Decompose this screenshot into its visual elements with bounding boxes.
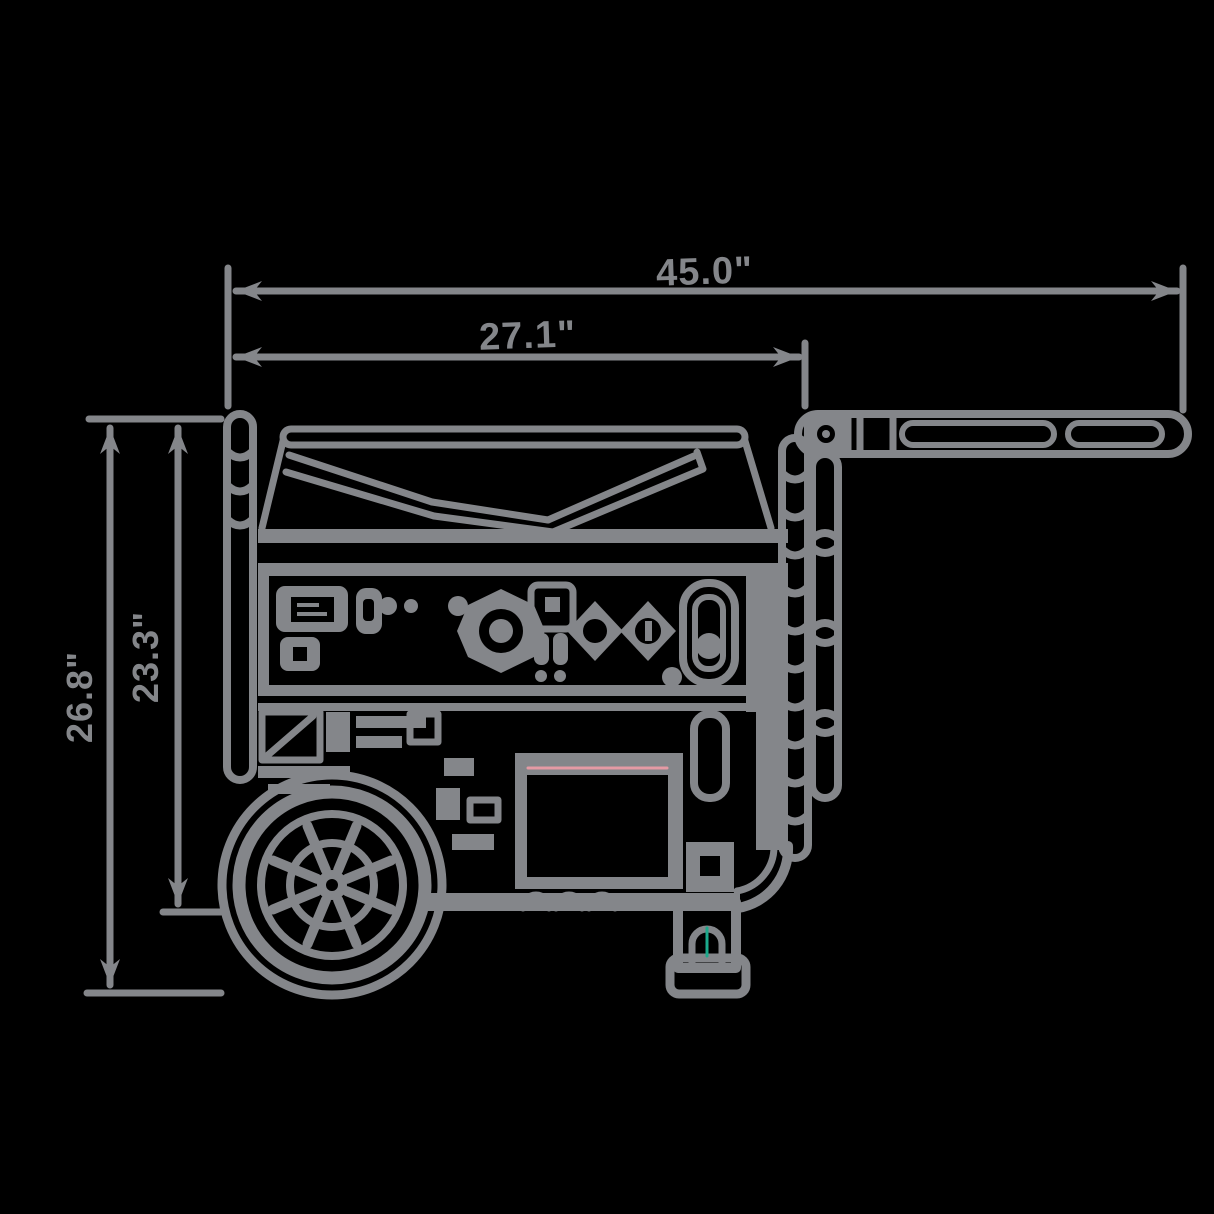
twist-lock-outlet (457, 589, 545, 673)
engine-bracket (686, 842, 734, 892)
gauge (276, 586, 348, 632)
canopy (258, 425, 775, 536)
dimension-frame-length: 27.1" (232, 313, 809, 410)
reset-button (280, 637, 320, 671)
right-frame-post (778, 434, 812, 862)
support-foot (665, 897, 751, 999)
bottom-rail (418, 893, 740, 911)
body-frame (258, 529, 788, 712)
dimension-label-overall-height: 26.8" (59, 651, 100, 743)
large-outlet (679, 579, 739, 687)
handle-pivot (804, 412, 848, 458)
dimension-frame-height: 23.3" (125, 424, 225, 916)
engine-section (258, 708, 734, 912)
ground-terminal (662, 667, 682, 687)
folded-handle-tube (808, 450, 842, 802)
duplex-outlet (527, 581, 577, 682)
wheel-spokes (267, 820, 397, 950)
dimension-label-frame-length: 27.1" (478, 313, 576, 358)
dimension-overall-length: 45.0" (224, 249, 1187, 414)
wheel (217, 770, 447, 1000)
dimension-label-overall-length: 45.0" (655, 249, 753, 294)
toggle-switch (356, 588, 382, 634)
dimension-label-frame-height: 23.3" (125, 611, 166, 703)
indicator-lights (379, 596, 468, 616)
handle (794, 410, 1192, 458)
round-outlet-1 (567, 601, 623, 661)
muffler (690, 710, 730, 802)
engine-cover-box (515, 753, 683, 889)
dimension-overall-height: 26.8" (59, 415, 225, 997)
control-panel (276, 579, 739, 687)
round-outlet-2 (620, 601, 676, 661)
left-frame-post (223, 410, 257, 784)
